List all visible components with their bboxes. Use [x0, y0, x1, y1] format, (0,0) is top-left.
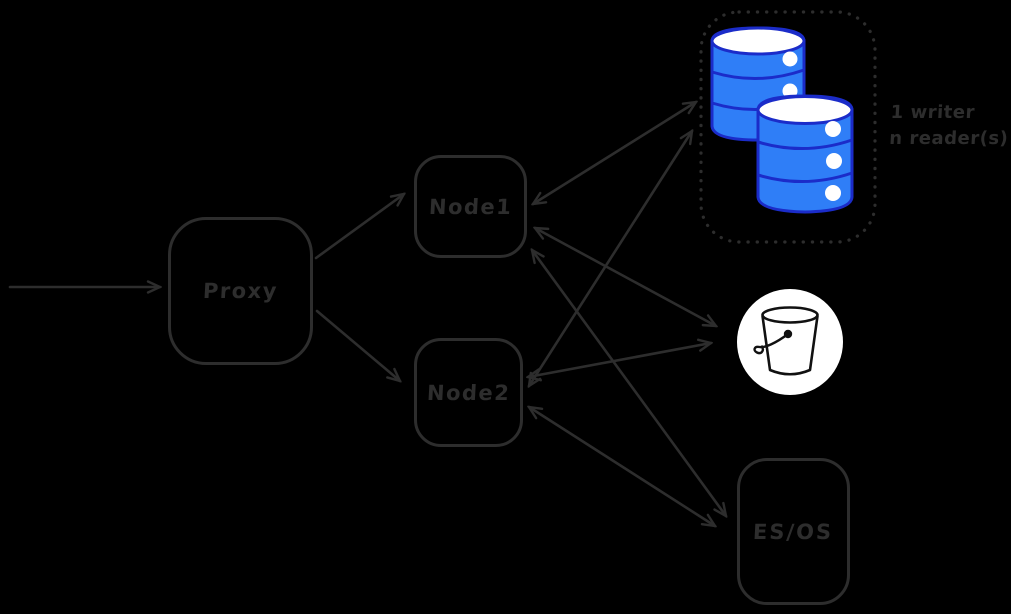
arrow-node2-bucket [528, 343, 711, 377]
annotation-line-2: n reader(s) [888, 128, 1009, 149]
arrow-node2-database [529, 131, 692, 386]
esos-label: ES/OS [752, 519, 835, 544]
annotation-line-1: 1 writer [890, 102, 976, 123]
database-cylinder-front-icon [756, 94, 854, 214]
arrow-node1-esos [532, 250, 726, 516]
arrow-node1-database [533, 102, 696, 204]
node2-node: Node2 [414, 338, 523, 447]
node1-node: Node1 [414, 155, 527, 258]
database-group-container [699, 10, 877, 244]
arrow-node1-bucket [535, 228, 716, 326]
proxy-node: Proxy [168, 217, 313, 365]
node1-label: Node1 [428, 194, 513, 219]
node2-label: Node2 [426, 380, 511, 405]
arrow-node2-esos [529, 407, 715, 526]
esos-node: ES/OS [737, 458, 850, 605]
edges [8, 102, 726, 526]
database-annotation: 1 writer n reader(s) [889, 100, 1011, 152]
bucket-icon [737, 289, 843, 395]
proxy-label: Proxy [202, 279, 279, 303]
arrow-proxy-node2 [315, 309, 400, 381]
arrow-proxy-node1 [314, 194, 404, 260]
